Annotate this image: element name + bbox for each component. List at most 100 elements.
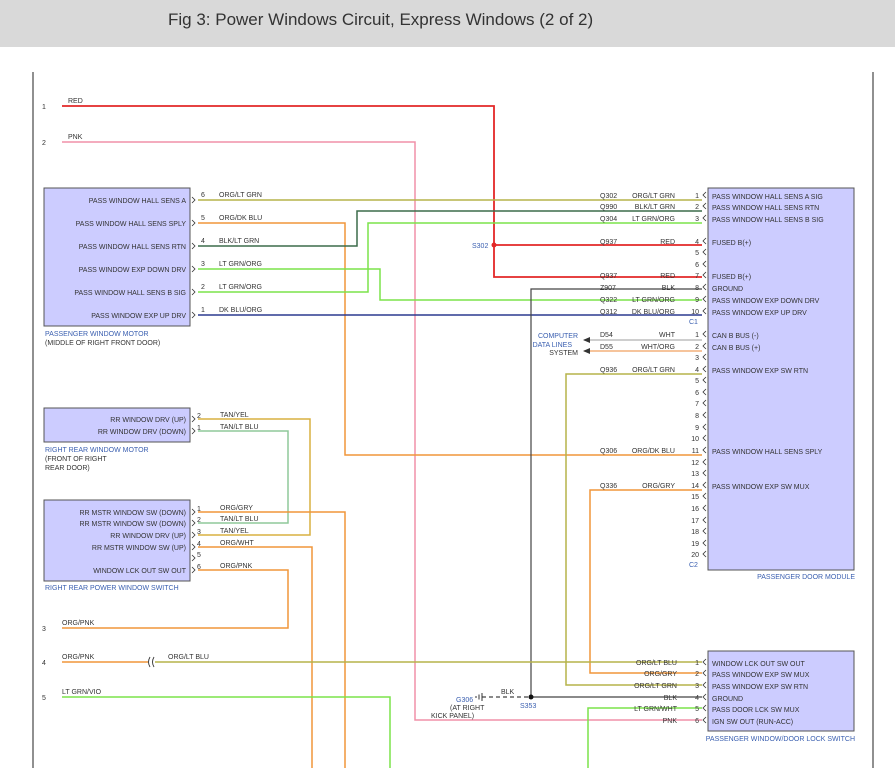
red-wire bbox=[62, 105, 702, 278]
rr-switch-pin-number: 3 bbox=[197, 529, 201, 536]
feed-wire-label: ORG/PNK bbox=[62, 620, 95, 627]
c1-pin-number: 10 bbox=[691, 309, 699, 316]
c1-circuit-id: Q937 bbox=[600, 239, 617, 246]
c1-pin-number: 8 bbox=[695, 285, 699, 292]
connector-chevron bbox=[702, 504, 707, 512]
motor-pin-label: PASS WINDOW HALL SENS RTN bbox=[79, 244, 186, 251]
rr-window-switch-name: RIGHT REAR POWER WINDOW SWITCH bbox=[45, 585, 179, 592]
c1-circuit-id: Q312 bbox=[600, 309, 617, 316]
c1-wire-color: DK BLU/ORG bbox=[632, 309, 675, 316]
computer-data-lines-label-1: COMPUTER bbox=[538, 333, 578, 340]
c2-pin-number: 10 bbox=[691, 436, 699, 443]
c1-wire-color: BLK bbox=[662, 285, 676, 292]
connector-chevron bbox=[702, 365, 707, 373]
c1-pin-number: 9 bbox=[695, 297, 699, 304]
c2-circuit-id: Q306 bbox=[600, 448, 617, 455]
motor-wire-color: LT GRN/ORG bbox=[219, 284, 262, 291]
c2-pin-number: 16 bbox=[691, 506, 699, 513]
org-gry-q336-wire bbox=[589, 489, 702, 674]
blk-lt-grn-wire bbox=[198, 210, 702, 247]
rr-switch-wire-color: TAN/YEL bbox=[220, 528, 249, 535]
inline-connector-symbol bbox=[148, 656, 155, 668]
connector-chevron bbox=[702, 458, 707, 466]
rr-switch-wire-color: ORG/PNK bbox=[220, 563, 253, 570]
ground-wire-color: BLK bbox=[501, 689, 515, 696]
rr-window-motor-name: RIGHT REAR WINDOW MOTOR bbox=[45, 447, 149, 454]
lt-grn-org-wire-hall-b bbox=[198, 222, 702, 293]
pdm-c1-label: FUSED B(+) bbox=[712, 274, 751, 281]
c2-pin-number: 13 bbox=[691, 471, 699, 478]
org-pnk-wire bbox=[62, 569, 289, 629]
pdm-c2-label: CAN B BUS (-) bbox=[712, 333, 759, 340]
c2-circuit-id: D55 bbox=[600, 344, 613, 351]
feed-wire-label: ORG/PNK bbox=[62, 654, 95, 661]
feed-wire-label-2: ORG/LT BLU bbox=[168, 654, 209, 661]
rr-switch-pin-label: RR MSTR WINDOW SW (UP) bbox=[92, 545, 186, 552]
feed-number: 5 bbox=[42, 695, 46, 702]
connector-chevron bbox=[702, 550, 707, 558]
c1-pin-number: 6 bbox=[695, 262, 699, 269]
motor-pin-number: 5 bbox=[201, 215, 205, 222]
c1-pin-number: 3 bbox=[695, 216, 699, 223]
computer-data-lines-label-3: SYSTEM bbox=[549, 350, 578, 357]
c1-pin-number: 5 bbox=[695, 250, 699, 257]
connector-chevron bbox=[702, 492, 707, 500]
pdm-c1-label: PASS WINDOW HALL SENS A SIG bbox=[712, 194, 823, 201]
arrow-icon bbox=[583, 337, 590, 343]
ground-icon bbox=[475, 693, 483, 701]
rr-switch-wire-color: ORG/GRY bbox=[220, 505, 253, 512]
lock-switch-pin-number: 2 bbox=[695, 671, 699, 678]
feed-number: 2 bbox=[42, 140, 46, 147]
pdm-c1-label: PASS WINDOW EXP DOWN DRV bbox=[712, 298, 820, 305]
connector-chevron bbox=[702, 271, 707, 279]
c1-connector-tag: C1 bbox=[689, 319, 698, 326]
c1-pin-number: 7 bbox=[695, 273, 699, 280]
passenger-window-motor-location: (MIDDLE OF RIGHT FRONT DOOR) bbox=[45, 340, 160, 347]
c2-pin-number: 14 bbox=[691, 483, 699, 490]
window-door-lock-switch-name: PASSENGER WINDOW/DOOR LOCK SWITCH bbox=[706, 736, 855, 743]
rr-switch-wire-color: ORG/WHT bbox=[220, 540, 255, 547]
lock-switch-wire-color: ORG/LT BLU bbox=[636, 660, 677, 667]
c2-pin-number: 12 bbox=[691, 460, 699, 467]
pdm-c2-label: PASS WINDOW HALL SENS SPLY bbox=[712, 449, 823, 456]
rr-switch-pin-number: 4 bbox=[197, 541, 201, 548]
connector-chevron bbox=[702, 527, 707, 535]
connector-chevron bbox=[702, 353, 707, 361]
rr-window-switch-box bbox=[43, 499, 191, 582]
lock-switch-wire-color: LT GRN/WHT bbox=[634, 706, 678, 713]
c2-connector-tag: C2 bbox=[689, 562, 698, 569]
rr-switch-pin-label: RR WINDOW DRV (UP) bbox=[110, 533, 186, 540]
connector-chevron bbox=[702, 237, 707, 245]
org-gry-rr-wire bbox=[198, 511, 346, 768]
pdm-c1-label: PASS WINDOW HALL SENS B SIG bbox=[712, 217, 824, 224]
rr-window-motor-location-2: REAR DOOR) bbox=[45, 465, 90, 472]
motor-wire-color: DK BLU/ORG bbox=[219, 307, 262, 314]
lock-switch-pin-label: GROUND bbox=[712, 696, 743, 703]
c1-wire-color: RED bbox=[660, 239, 675, 246]
c2-pin-number: 19 bbox=[691, 541, 699, 548]
connector-chevron bbox=[702, 423, 707, 431]
rr-motor-pin-label: RR WINDOW DRV (DOWN) bbox=[98, 429, 186, 436]
c1-circuit-id: Z907 bbox=[600, 285, 616, 292]
c2-pin-number: 18 bbox=[691, 529, 699, 536]
tan-yel-wire bbox=[198, 418, 311, 536]
connector-chevron bbox=[702, 388, 707, 396]
connector-chevron bbox=[702, 342, 707, 350]
lock-switch-pin-number: 6 bbox=[695, 718, 699, 725]
rr-switch-pin-number: 5 bbox=[197, 552, 201, 559]
motor-pin-number: 6 bbox=[201, 192, 205, 199]
connector-chevron bbox=[191, 508, 196, 516]
connector-chevron bbox=[702, 693, 707, 701]
c2-pin-number: 2 bbox=[695, 344, 699, 351]
connector-chevron bbox=[702, 260, 707, 268]
pdm-c1-label: PASS WINDOW EXP UP DRV bbox=[712, 310, 807, 317]
feed-number: 1 bbox=[42, 104, 46, 111]
passenger-window-motor-name: PASSENGER WINDOW MOTOR bbox=[45, 331, 149, 338]
connector-chevron bbox=[191, 427, 196, 435]
blk-ground-wire bbox=[530, 288, 702, 697]
lock-switch-wire-color: ORG/LT GRN bbox=[634, 683, 677, 690]
lock-switch-pin-number: 3 bbox=[695, 683, 699, 690]
motor-wire-color: BLK/LT GRN bbox=[219, 238, 259, 245]
connector-chevron bbox=[191, 242, 196, 250]
